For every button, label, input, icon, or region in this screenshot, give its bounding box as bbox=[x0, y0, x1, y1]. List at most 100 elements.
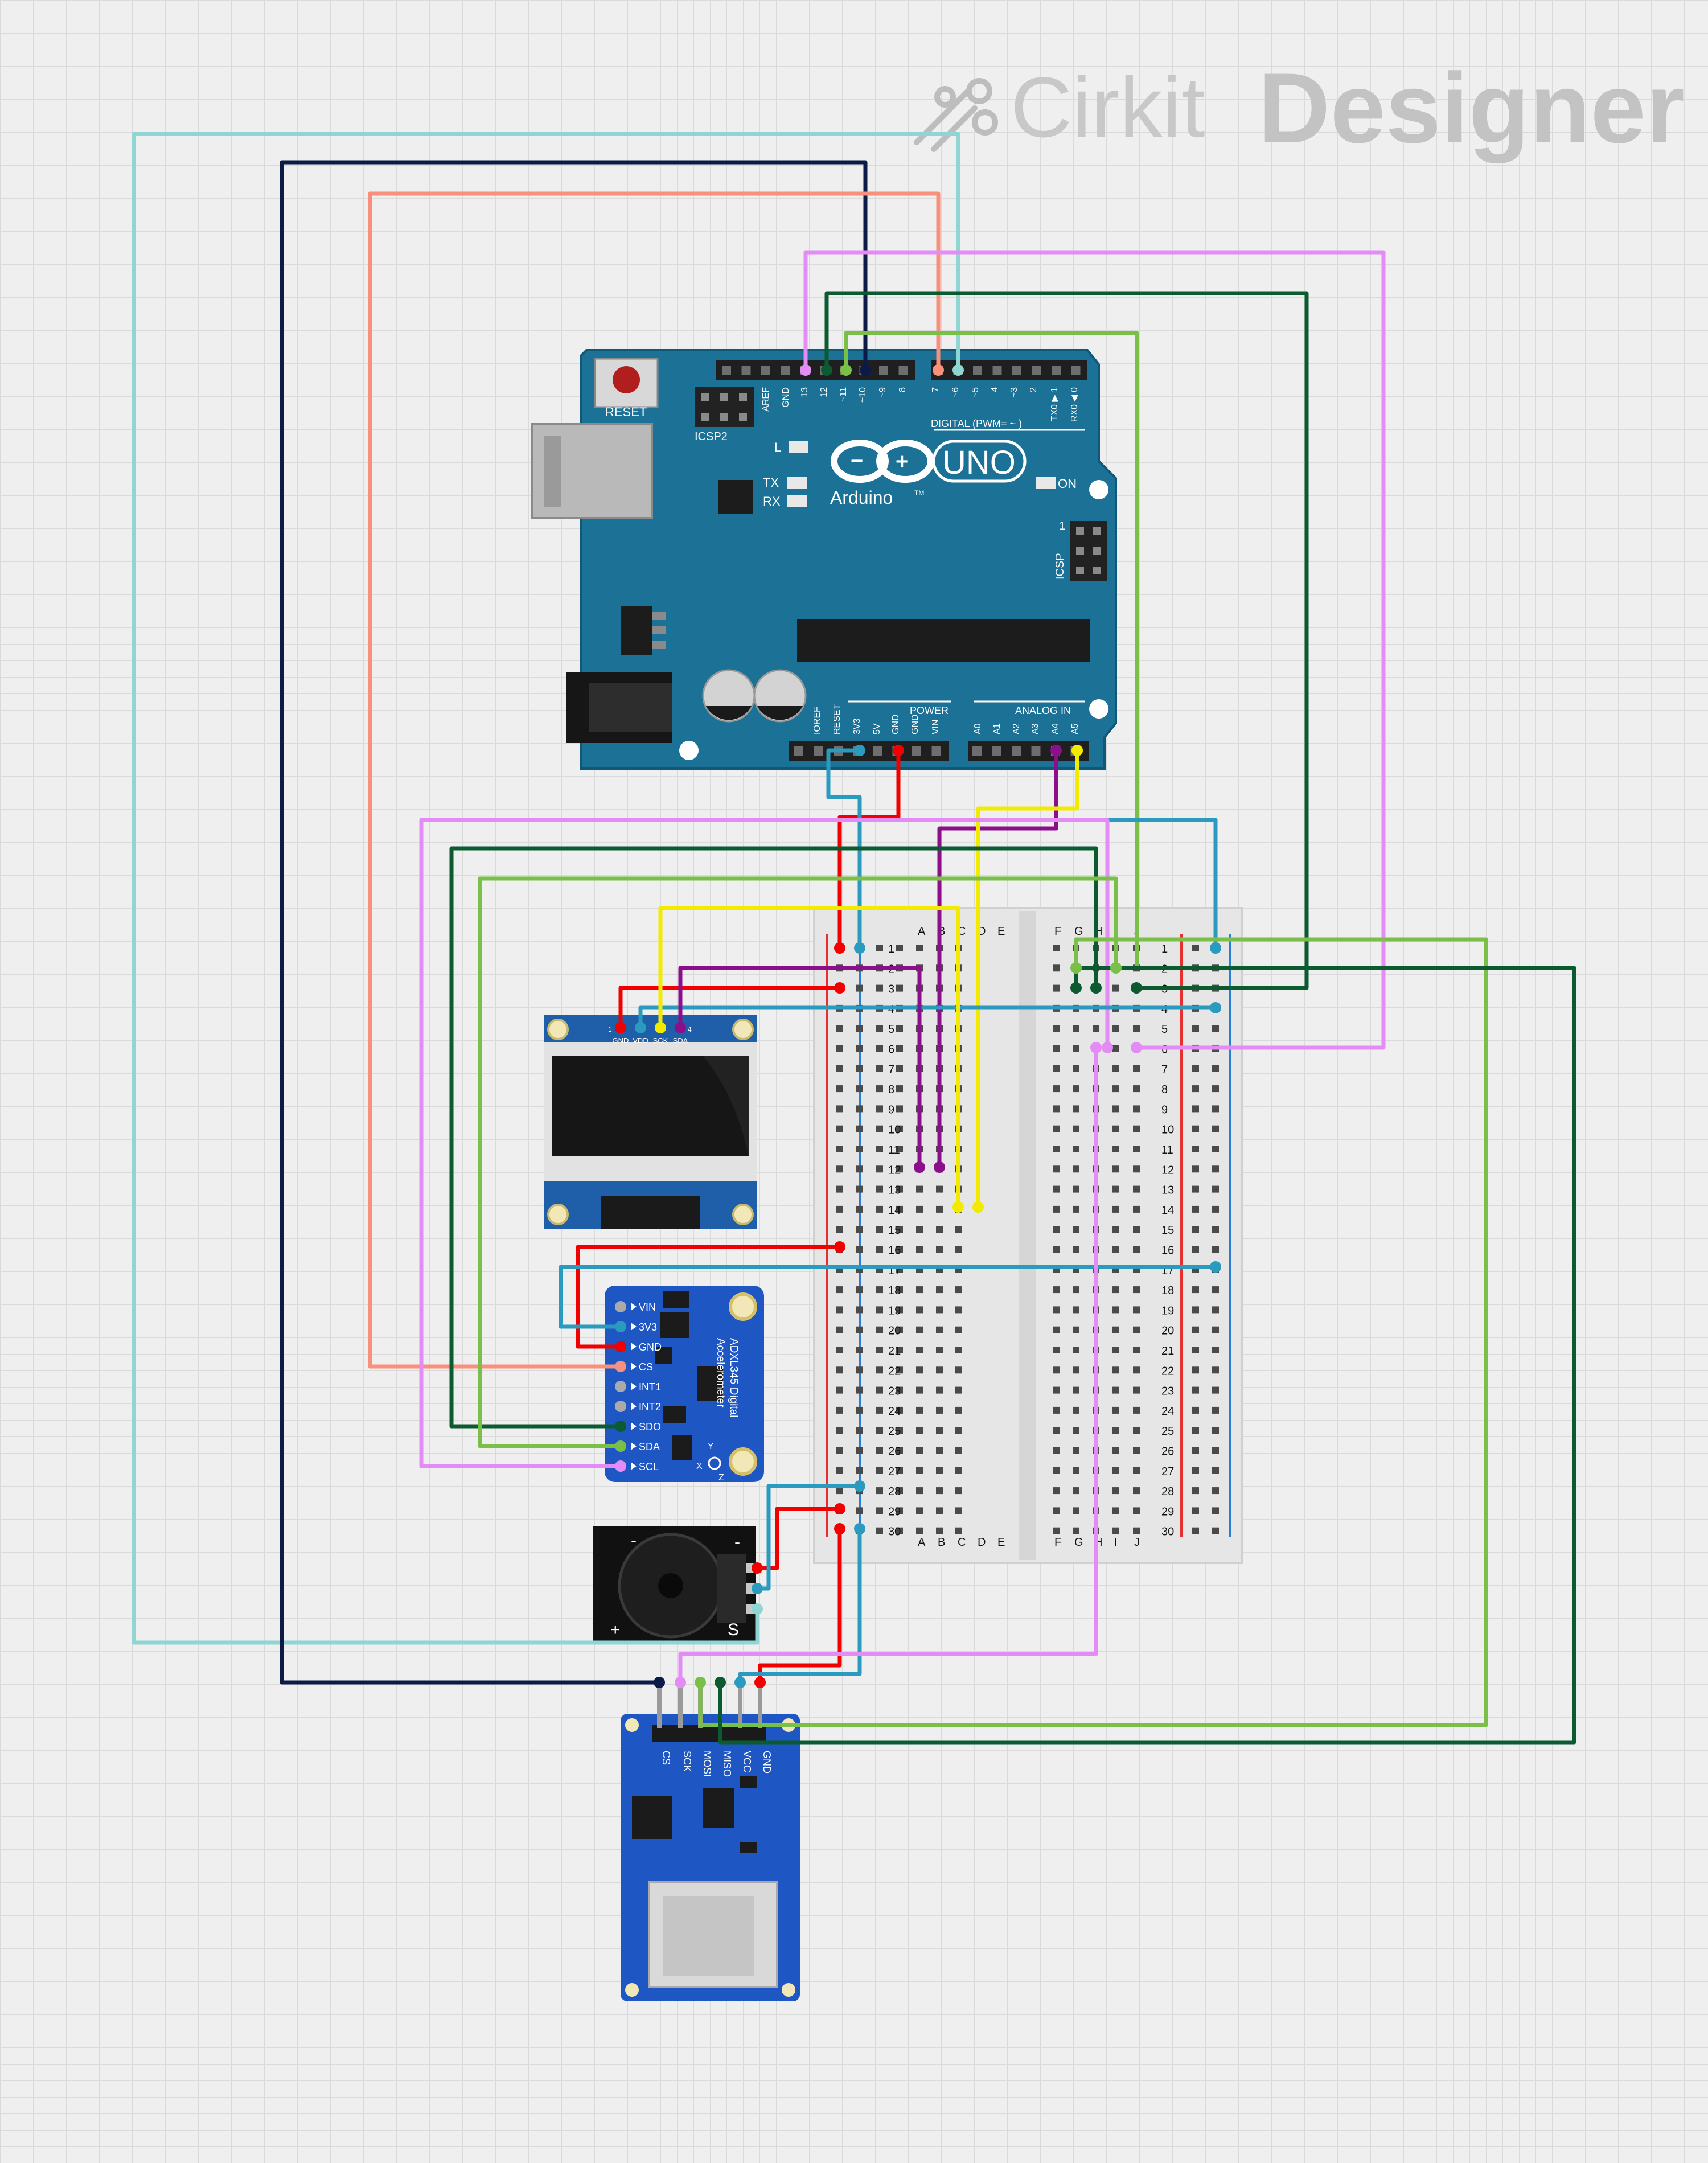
wire-endpoint[interactable] bbox=[754, 1677, 766, 1688]
breadboard-hole[interactable] bbox=[1112, 1326, 1119, 1333]
breadboard-hole[interactable] bbox=[916, 945, 923, 951]
header-pin[interactable] bbox=[722, 366, 731, 375]
rail-hole[interactable] bbox=[836, 1185, 843, 1193]
wire-endpoint[interactable] bbox=[752, 1603, 763, 1615]
rail-hole[interactable] bbox=[856, 1286, 863, 1294]
rail-hole[interactable] bbox=[1192, 1146, 1199, 1152]
breadboard-hole[interactable] bbox=[955, 1347, 962, 1353]
rail-hole[interactable] bbox=[1192, 1306, 1199, 1314]
rail-hole[interactable] bbox=[836, 1165, 843, 1173]
breadboard-hole[interactable] bbox=[916, 1467, 923, 1474]
breadboard-hole[interactable] bbox=[916, 1286, 923, 1294]
wire-endpoint[interactable] bbox=[1071, 745, 1083, 756]
rail-hole[interactable] bbox=[1212, 1105, 1219, 1113]
breadboard-hole[interactable] bbox=[896, 1447, 903, 1454]
breadboard-hole[interactable] bbox=[1093, 1025, 1099, 1032]
rail-hole[interactable] bbox=[856, 1386, 863, 1394]
header-pin[interactable] bbox=[1012, 746, 1021, 756]
breadboard-hole[interactable] bbox=[1112, 1366, 1119, 1374]
wire-endpoint[interactable] bbox=[854, 1523, 865, 1534]
breadboard-hole[interactable] bbox=[1133, 1527, 1140, 1534]
breadboard-hole[interactable] bbox=[1133, 1467, 1140, 1474]
rail-hole[interactable] bbox=[836, 1406, 843, 1414]
breadboard-hole[interactable] bbox=[955, 1467, 962, 1474]
breadboard-hole[interactable] bbox=[1073, 1306, 1079, 1314]
rail-hole[interactable] bbox=[856, 1507, 863, 1514]
breadboard-hole[interactable] bbox=[1133, 1306, 1140, 1314]
rail-hole[interactable] bbox=[856, 1226, 863, 1233]
wire-navy[interactable] bbox=[280, 160, 868, 1685]
rail-hole[interactable] bbox=[1212, 1146, 1219, 1152]
wire-endpoint[interactable] bbox=[1070, 962, 1082, 974]
wire-oled-vdd[interactable] bbox=[638, 1005, 1218, 1030]
breadboard-hole[interactable] bbox=[1133, 1326, 1140, 1333]
wire-endpoint[interactable] bbox=[1050, 745, 1062, 756]
breadboard-hole[interactable] bbox=[1073, 1467, 1079, 1474]
wire-endpoint[interactable] bbox=[1070, 982, 1082, 994]
breadboard-hole[interactable] bbox=[1053, 984, 1060, 992]
breadboard-hole[interactable] bbox=[1073, 1205, 1079, 1213]
breadboard-hole[interactable] bbox=[1053, 1226, 1060, 1233]
header-pin[interactable] bbox=[879, 366, 888, 375]
breadboard-hole[interactable] bbox=[916, 1185, 923, 1193]
rail-hole[interactable] bbox=[1192, 945, 1199, 951]
breadboard-hole[interactable] bbox=[1112, 1065, 1119, 1072]
breadboard-hole[interactable] bbox=[896, 1427, 903, 1434]
rail-hole[interactable] bbox=[836, 1286, 843, 1294]
breadboard-hole[interactable] bbox=[1053, 1467, 1060, 1474]
breadboard-hole[interactable] bbox=[1053, 1146, 1060, 1152]
breadboard-hole[interactable] bbox=[1112, 1427, 1119, 1434]
rail-hole[interactable] bbox=[1192, 1347, 1199, 1353]
breadboard-hole[interactable] bbox=[1073, 1165, 1079, 1173]
breadboard-hole[interactable] bbox=[876, 1105, 883, 1113]
breadboard-hole[interactable] bbox=[1133, 1286, 1140, 1294]
adxl-pin[interactable] bbox=[615, 1301, 626, 1312]
breadboard-hole[interactable] bbox=[916, 1246, 923, 1253]
rail-hole[interactable] bbox=[836, 1146, 843, 1152]
breadboard-hole[interactable] bbox=[896, 1326, 903, 1333]
breadboard-hole[interactable] bbox=[1073, 1105, 1079, 1113]
rail-hole[interactable] bbox=[1192, 1507, 1199, 1514]
wire-endpoint[interactable] bbox=[1210, 1002, 1221, 1013]
wire-endpoint[interactable] bbox=[1131, 1042, 1142, 1053]
rail-hole[interactable] bbox=[1192, 1105, 1199, 1113]
rail-hole[interactable] bbox=[836, 1347, 843, 1353]
breadboard-hole[interactable] bbox=[1133, 1507, 1140, 1514]
header-pin[interactable] bbox=[931, 746, 941, 756]
header-pin[interactable] bbox=[1032, 366, 1041, 375]
breadboard-hole[interactable] bbox=[936, 1386, 943, 1394]
rail-hole[interactable] bbox=[856, 1366, 863, 1374]
wire-oled-gnd[interactable] bbox=[618, 986, 842, 1030]
breadboard-hole[interactable] bbox=[1133, 1146, 1140, 1152]
breadboard-hole[interactable] bbox=[1112, 1025, 1119, 1032]
rail-hole[interactable] bbox=[1212, 1125, 1219, 1132]
breadboard-hole[interactable] bbox=[916, 1427, 923, 1434]
breadboard-hole[interactable] bbox=[1133, 1347, 1140, 1353]
sd-pin[interactable] bbox=[657, 1682, 662, 1728]
breadboard-hole[interactable] bbox=[1073, 1065, 1079, 1072]
breadboard-hole[interactable] bbox=[1133, 1185, 1140, 1193]
wire-endpoint[interactable] bbox=[893, 745, 904, 756]
wire-endpoint[interactable] bbox=[840, 364, 852, 376]
rail-hole[interactable] bbox=[1212, 1025, 1219, 1032]
breadboard-hole[interactable] bbox=[1133, 1246, 1140, 1253]
breadboard-hole[interactable] bbox=[1112, 1105, 1119, 1113]
rail-hole[interactable] bbox=[1212, 1065, 1219, 1072]
header-pin[interactable] bbox=[1071, 366, 1081, 375]
rail-hole[interactable] bbox=[836, 1226, 843, 1233]
rail-hole[interactable] bbox=[836, 1025, 843, 1032]
breadboard-hole[interactable] bbox=[1073, 1185, 1079, 1193]
breadboard-hole[interactable] bbox=[896, 1347, 903, 1353]
breadboard-hole[interactable] bbox=[1112, 1527, 1119, 1534]
breadboard-hole[interactable] bbox=[916, 1527, 923, 1534]
rail-hole[interactable] bbox=[1212, 1527, 1219, 1534]
breadboard-hole[interactable] bbox=[1073, 1347, 1079, 1353]
breadboard-hole[interactable] bbox=[1073, 1386, 1079, 1394]
breadboard-hole[interactable] bbox=[1112, 1045, 1119, 1052]
breadboard-hole[interactable] bbox=[876, 1386, 883, 1394]
breadboard-hole[interactable] bbox=[1112, 1185, 1119, 1193]
wire-endpoint[interactable] bbox=[1131, 982, 1142, 994]
breadboard-hole[interactable] bbox=[896, 1366, 903, 1374]
breadboard-hole[interactable] bbox=[1073, 1447, 1079, 1454]
breadboard-hole[interactable] bbox=[1053, 1366, 1060, 1374]
